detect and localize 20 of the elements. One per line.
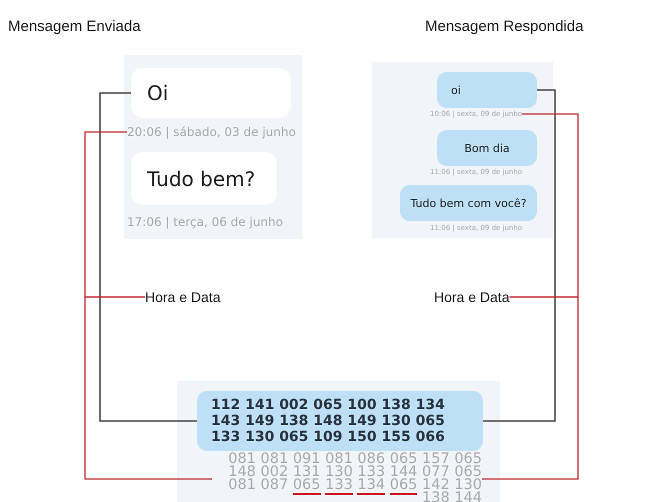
- leader-line: [483, 89, 556, 422]
- leader-line: [84, 296, 212, 480]
- timestamp: 20:06 | sábado, 03 de junho: [127, 125, 296, 139]
- chat-panel: [177, 381, 500, 502]
- chat-panel: [124, 55, 302, 239]
- callout-label: Hora e Data: [145, 289, 220, 305]
- callout-label: Hora e Data: [434, 289, 510, 305]
- column-heading: Mensagem Enviada: [8, 18, 141, 35]
- encoded-text: 081 081 091 081 086 065 157 065 148 002 131 130 133 144 077 065 081 087 065 133 134 065 142 130 138 144: [212, 453, 482, 502]
- leader-line: [99, 92, 197, 422]
- message-bubble: oi: [437, 72, 537, 108]
- column-heading: Mensagem Respondida: [425, 18, 584, 35]
- message-bubble: Oi: [131, 68, 291, 118]
- leader-line: [482, 296, 579, 480]
- message-bubble: Tudo bem com você?: [400, 185, 537, 221]
- message-bubble: 112 141 002 065 100 138 134 143 149 138 148 149 130 065 133 130 065 109 150 155 066: [197, 391, 483, 451]
- chat-panel: [372, 62, 553, 238]
- timestamp: 17:06 | terça, 06 de junho: [127, 215, 283, 229]
- message-bubble: Bom dia: [437, 130, 537, 166]
- message-bubble: Tudo bem?: [131, 152, 277, 205]
